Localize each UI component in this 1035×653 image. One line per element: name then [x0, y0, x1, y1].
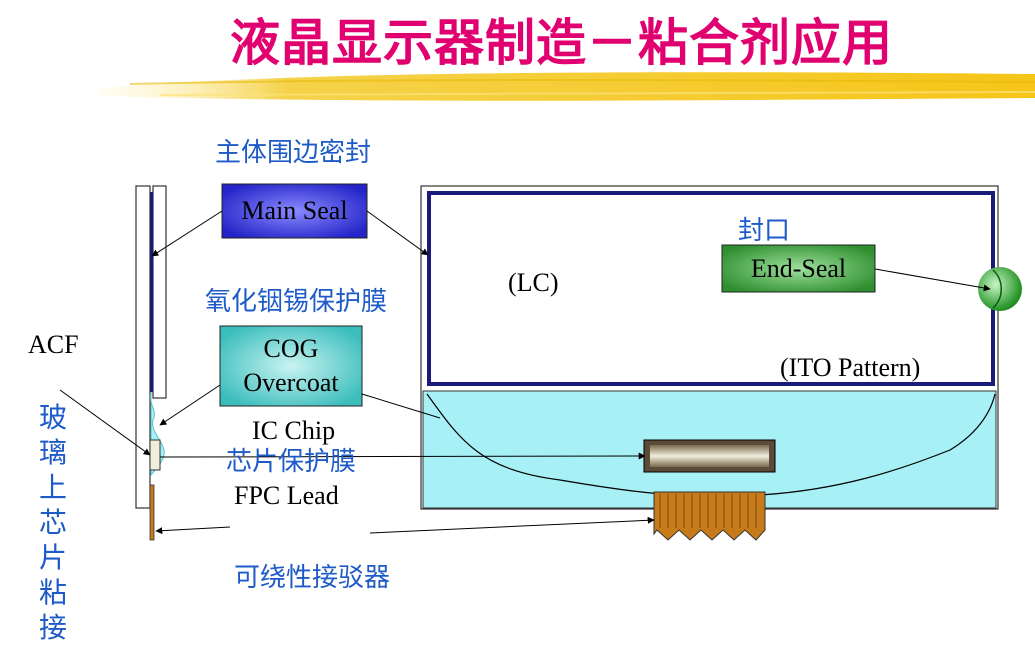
end-seal-box: End-Seal: [722, 245, 875, 292]
ic-chip-label: IC Chip: [252, 416, 336, 445]
cog-overcoat-box: COG Overcoat: [220, 326, 362, 406]
ito-pattern-label: (ITO Pattern): [780, 353, 921, 382]
main-seal-box-text: Main Seal: [241, 196, 348, 225]
end-seal-chinese-label: 封口: [738, 216, 791, 246]
ito-protective-film-chinese-label: 氧化铟锡保护膜: [205, 287, 388, 317]
chip-on-glass-bonding-vertical-label: 玻璃上芯片粘接: [38, 401, 67, 644]
title-underline-brush: [100, 72, 1035, 101]
end-seal-orb: [978, 267, 1022, 311]
end-seal-box-bg: [721, 244, 876, 293]
page-title: 液晶显示器制造－粘合剂应用: [230, 14, 893, 72]
ic-chip: [643, 439, 776, 473]
flexible-connector-chinese-label: 可绕性接驳器: [234, 563, 391, 593]
lcd-panel-front-view: [420, 185, 999, 510]
leader-lines: [59, 210, 991, 535]
main-seal-chinese-label: 主体围边密封: [215, 138, 372, 168]
chip-protective-film-chinese-label: 芯片保护膜: [226, 447, 357, 477]
liquid-crystal-label: (LC): [508, 268, 559, 297]
cog-box-line1: COG: [263, 334, 319, 363]
side-view-cross-section: [135, 185, 167, 541]
fpc-lead: [653, 491, 766, 541]
end-seal-box-text: End-Seal: [750, 253, 847, 283]
cog-box-line2: Overcoat: [243, 368, 339, 397]
acf-label: ACF: [28, 330, 79, 359]
fpc-lead-label: FPC Lead: [234, 481, 339, 510]
main-seal-box: Main Seal: [222, 184, 367, 238]
cog-box-bg: [219, 325, 363, 407]
